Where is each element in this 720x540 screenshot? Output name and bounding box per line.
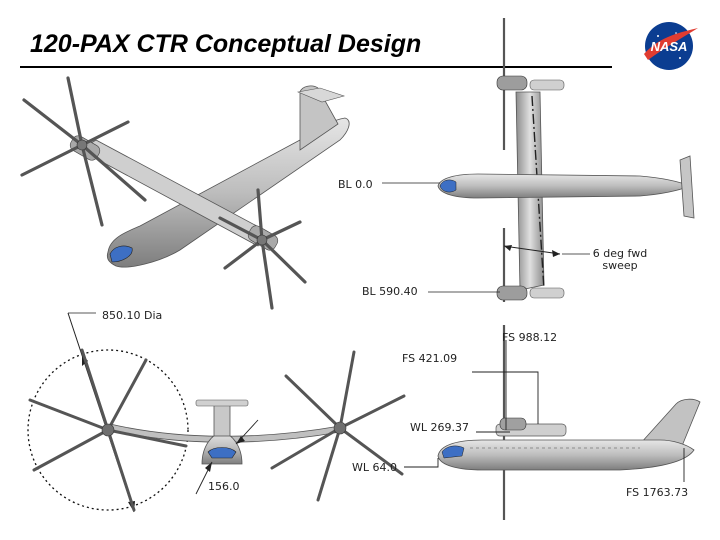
isometric-view	[20, 76, 350, 310]
nasa-logo-text: NASA	[651, 39, 688, 54]
fs-tail-label: FS 1763.73	[626, 486, 689, 499]
title-divider	[20, 66, 612, 68]
page-title: 120-PAX CTR Conceptual Design	[30, 30, 422, 58]
front-vertical-tail	[213, 401, 231, 437]
top-fuselage	[437, 173, 692, 199]
side-canopy	[441, 445, 465, 459]
bl-center-label: BL 0.0	[338, 178, 373, 191]
wl-top-label: WL 269.37	[410, 421, 469, 434]
sweep-indicator-line	[503, 245, 561, 255]
front-canopy	[207, 447, 237, 459]
wl-bottom-leader	[404, 458, 439, 468]
fs-mid-leader	[472, 371, 539, 424]
top-horizontal-tail	[679, 155, 695, 219]
fs-wing-label: FS 988.12	[502, 331, 558, 344]
iso-left-rotor	[20, 76, 147, 227]
rotor-diameter-label: 850.10 Dia	[102, 309, 163, 322]
rotor-diameter-circle	[27, 349, 189, 511]
front-horizontal-tail	[195, 399, 249, 407]
iso-fuselage	[106, 117, 350, 268]
front-width-label: 156.0	[208, 480, 240, 493]
side-view	[404, 325, 701, 520]
side-nacelle	[499, 417, 527, 431]
iso-canopy	[109, 245, 133, 263]
side-vertical-tail	[639, 398, 701, 447]
nasa-logo: NASA	[644, 22, 698, 70]
top-view	[382, 18, 695, 302]
sweep-label-line1: 6 deg fwd	[592, 247, 648, 260]
sweep-label: 6 deg fwd sweep	[588, 248, 652, 272]
iso-right-rotor	[218, 188, 307, 310]
top-left-nacelle	[496, 75, 528, 91]
front-left-rotor	[28, 348, 188, 512]
side-fuselage	[437, 439, 695, 471]
front-view	[27, 312, 406, 513]
bl-tip-label: BL 590.40	[362, 285, 418, 298]
sweep-label-line2: sweep	[602, 259, 638, 272]
fs-mid-label: FS 421.09	[402, 352, 458, 365]
front-right-rotor	[270, 350, 406, 502]
top-right-nacelle	[496, 285, 528, 301]
wl-bottom-label: WL 64.0	[352, 461, 397, 474]
top-canopy	[439, 179, 457, 193]
iso-tail-tip	[296, 87, 346, 103]
